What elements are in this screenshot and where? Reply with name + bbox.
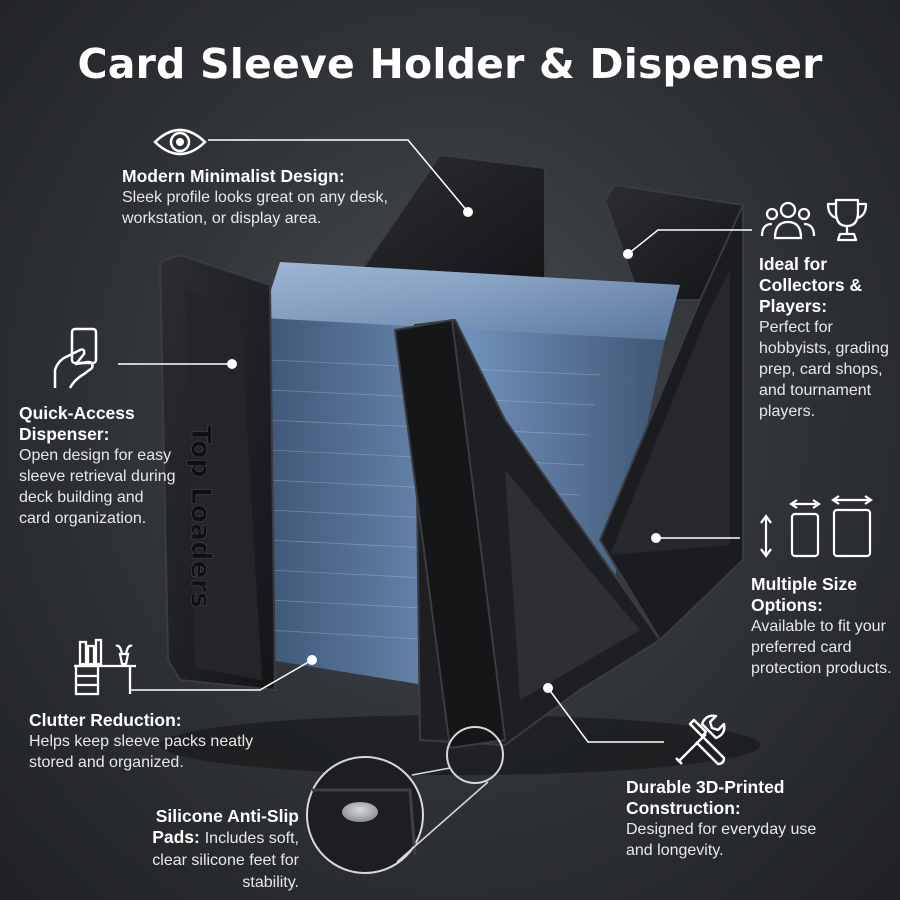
tools-icon (675, 714, 726, 766)
feature-durable-description: Designed for everyday use and longevity. (626, 821, 817, 859)
feature-pads: Silicone Anti-Slip Pads: Includes soft, … (117, 806, 299, 893)
collectors-callout-dot (623, 249, 633, 259)
feature-sizes-description: Available to fit your preferred card pro… (751, 618, 892, 677)
hand-card-icon (53, 327, 98, 389)
eye-icon (153, 128, 207, 156)
top-loaders-label: Top Loaders (185, 425, 216, 608)
right-panel-groove (610, 270, 730, 555)
feature-durable-title: Durable 3D-Printed Construction: (626, 777, 785, 818)
feature-pads-text: Silicone Anti-Slip Pads: Includes soft, … (117, 806, 299, 893)
feature-collectors-description: Perfect for hobbyists, grading prep, car… (759, 319, 889, 420)
left-panel-face (185, 290, 262, 680)
design-callout-dot (463, 207, 473, 217)
front-ramp-face (505, 470, 640, 700)
page-title: Card Sleeve Holder & Dispenser (77, 40, 823, 88)
feature-clutter-description: Helps keep sleeve packs neatly stored an… (29, 733, 254, 771)
feature-collectors-title: Ideal for Collectors & Players: (759, 254, 863, 316)
feature-pads-description: Includes soft, clear silicone feet for s… (152, 830, 299, 891)
feature-sizes-title: Multiple Size Options: (751, 574, 857, 615)
clutter-callout-dot (307, 655, 317, 665)
card-sizes-icon (760, 495, 873, 558)
users-icon (760, 201, 816, 240)
trophy-icon (826, 198, 868, 242)
feature-dispenser-title: Quick-Access Dispenser: (19, 403, 135, 444)
feature-sizes: Multiple Size Options: Available to fit … (751, 574, 896, 679)
feature-dispenser: Quick-Access Dispenser: Open design for … (19, 403, 179, 529)
dispenser-callout-dot (227, 359, 237, 369)
feature-clutter-title: Clutter Reduction: (29, 710, 182, 730)
feature-design: Modern Minimalist Design: Sleek profile … (122, 166, 397, 229)
desk-icon (74, 638, 136, 696)
feature-clutter: Clutter Reduction: Helps keep sleeve pac… (29, 710, 269, 773)
feature-design-title: Modern Minimalist Design: (122, 166, 345, 186)
front-pillar (393, 318, 507, 750)
feature-dispenser-description: Open design for easy sleeve retrieval du… (19, 447, 176, 527)
feature-collectors: Ideal for Collectors & Players: Perfect … (759, 254, 899, 422)
silicone-pad (342, 802, 378, 822)
feature-design-description: Sleek profile looks great on any desk, w… (122, 189, 388, 227)
sizes-callout-dot (651, 533, 661, 543)
durable-callout-dot (543, 683, 553, 693)
feature-pads-title: Silicone Anti-Slip Pads: (152, 806, 299, 847)
feature-durable: Durable 3D-Printed Construction: Designe… (626, 777, 841, 861)
pad-location-circle (446, 726, 504, 784)
